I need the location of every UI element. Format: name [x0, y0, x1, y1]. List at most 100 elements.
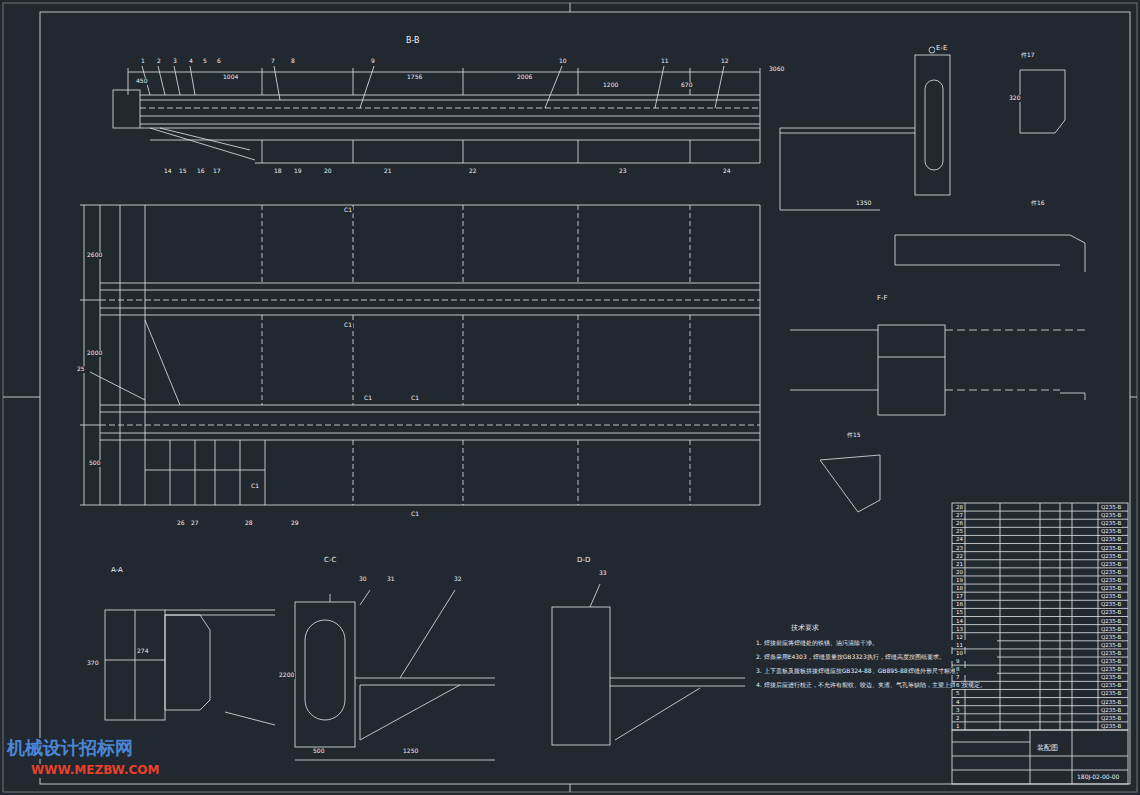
table-cell: Q235-B — [1100, 658, 1122, 664]
drawing-label: 10 — [558, 58, 568, 65]
drawing-label: 22 — [468, 168, 478, 175]
drawing-label: 5 — [202, 58, 208, 65]
plan-view — [80, 205, 760, 505]
drawing-label: 1350 — [855, 200, 872, 207]
table-cell: 3 — [955, 707, 961, 713]
table-cell: 27 — [955, 512, 964, 518]
table-cell: 16 — [955, 601, 964, 607]
drawing-label: 1200 — [602, 82, 619, 89]
drawing-label: F-F — [876, 294, 889, 302]
watermark: 机械设计招标网 — [6, 738, 134, 759]
drawing-label: 4 — [188, 58, 194, 65]
table-cell: Q235-B — [1100, 642, 1122, 648]
table-cell: Q235-B — [1100, 666, 1122, 672]
table-cell: 28 — [955, 504, 964, 510]
drawing-label: A-A — [110, 566, 124, 574]
table-cell: 20 — [955, 569, 964, 575]
drawing-label: C1 — [250, 483, 260, 490]
drawing-label: 件16 — [1030, 200, 1046, 207]
drawing-label: C1 — [410, 511, 420, 518]
table-cell: Q235-B — [1100, 593, 1122, 599]
drawing-label: 500 — [88, 460, 101, 467]
table-cell: Q235-B — [1100, 577, 1122, 583]
table-cell: 4 — [955, 699, 961, 705]
table-cell: Q235-B — [1100, 690, 1122, 696]
table-cell: 15 — [955, 609, 964, 615]
drawing-label: 1004 — [222, 74, 239, 81]
drawing-label: 20 — [323, 168, 333, 175]
table-cell: 12 — [955, 634, 964, 640]
table-cell: Q235-B — [1100, 650, 1122, 656]
drawing-label: 17 — [212, 168, 222, 175]
table-cell: 14 — [955, 618, 964, 624]
table-cell: Q235-B — [1100, 536, 1122, 542]
drawing-label: 450 — [135, 78, 148, 85]
table-cell: 26 — [955, 520, 964, 526]
table-cell: Q235-B — [1100, 626, 1122, 632]
table-cell: Q235-B — [1100, 634, 1122, 640]
drawing-label: 30 — [358, 576, 368, 583]
table-cell: 24 — [955, 536, 964, 542]
drawing-label: 15 — [178, 168, 188, 175]
table-cell: 9 — [955, 658, 961, 664]
table-cell: Q235-B — [1100, 609, 1122, 615]
drawing-label: 14 — [163, 168, 173, 175]
table-cell: 8 — [955, 666, 961, 672]
drawing-label: 1 — [140, 58, 146, 65]
drawing-label: 件15 — [846, 432, 862, 439]
drawing-label: 31 — [386, 576, 396, 583]
drawing-label: 8 — [290, 58, 296, 65]
part-17 — [1020, 70, 1065, 133]
table-cell: 19 — [955, 577, 964, 583]
drawing-label: 1756 — [406, 74, 423, 81]
drawing-label: C1 — [343, 207, 353, 214]
table-cell: 7 — [955, 674, 961, 680]
table-cell: 18 — [955, 585, 964, 591]
table-cell: 21 — [955, 561, 964, 567]
drawing-label: 6 — [216, 58, 222, 65]
table-cell: Q235-B — [1100, 545, 1122, 551]
section-c — [295, 590, 495, 760]
drawing-label: 33 — [598, 570, 608, 577]
drawing-label: 2 — [156, 58, 162, 65]
drawing-label: 25 — [76, 366, 86, 373]
drawing-label: 23 — [618, 168, 628, 175]
drawing-label: 16 — [196, 168, 206, 175]
table-cell: Q235-B — [1100, 585, 1122, 591]
table-cell: 10 — [955, 650, 964, 656]
drawing-label: C1 — [410, 395, 420, 402]
table-cell: Q235-B — [1100, 618, 1122, 624]
drawing-label: 26 — [176, 520, 186, 527]
drawing-label: 28 — [244, 520, 254, 527]
drawing-label: 2000 — [86, 350, 103, 357]
drawing-label: 12 — [720, 58, 730, 65]
drawing-label: 24 — [722, 168, 732, 175]
drawing-label: 件17 — [1020, 52, 1036, 59]
section-d — [552, 584, 745, 745]
frame — [40, 12, 1130, 784]
drawing-label: 500 — [312, 748, 325, 755]
part-16 — [895, 235, 1085, 272]
table-cell: Q235-B — [1100, 569, 1122, 575]
drawing-label: 1250 — [402, 748, 419, 755]
table-cell: 1 — [955, 723, 961, 729]
table-cell: Q235-B — [1100, 674, 1122, 680]
drawing-label: 3 — [172, 58, 178, 65]
table-cell: 2 — [955, 715, 961, 721]
drawing-label: B-B — [405, 36, 421, 45]
drawing-label: C1 — [343, 322, 353, 329]
table-cell: 22 — [955, 553, 964, 559]
drawing-label: C-C — [323, 556, 337, 564]
table-cell: Q235-B — [1100, 707, 1122, 713]
drawing-label: 2006 — [516, 74, 533, 81]
drawing-label: C1 — [363, 395, 373, 402]
table-cell: 17 — [955, 593, 964, 599]
drawing-label: 2200 — [278, 672, 295, 679]
drawing-label: 27 — [190, 520, 200, 527]
drawing-label: 11 — [660, 58, 670, 65]
drawing-label: 32 — [453, 576, 463, 583]
drawing-label: 670 — [680, 82, 693, 89]
table-cell: Q235-B — [1100, 520, 1122, 526]
drawing-label: 装配图 — [1036, 744, 1059, 752]
